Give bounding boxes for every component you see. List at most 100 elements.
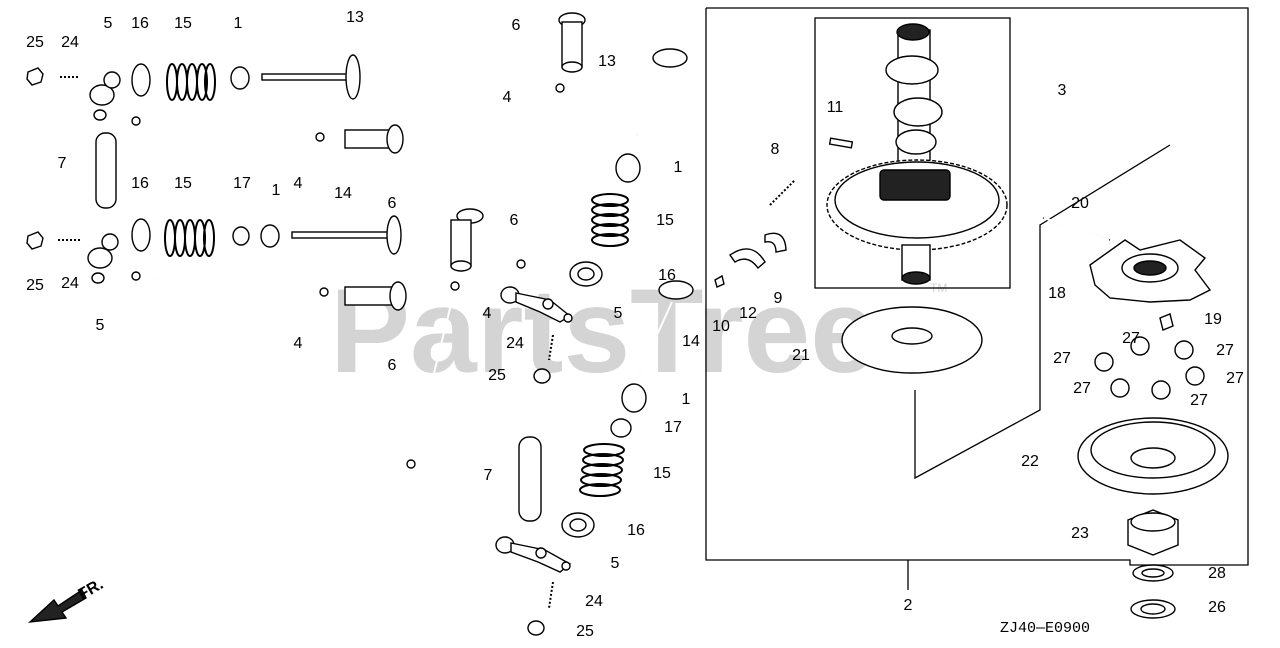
valve-guide-icon bbox=[95, 132, 117, 209]
ball-icon bbox=[1110, 378, 1130, 398]
callout-label: 11 bbox=[827, 99, 844, 116]
callout-label: 25 bbox=[576, 623, 594, 640]
intake-valve-icon bbox=[652, 48, 688, 68]
callout-label: 24 bbox=[61, 275, 79, 292]
callout-label: 16 bbox=[131, 175, 149, 192]
front-arrow-icon bbox=[27, 588, 87, 623]
callout-label: 4 bbox=[294, 175, 303, 192]
valve-cotter-icon bbox=[610, 418, 632, 438]
callout-label: 15 bbox=[174, 175, 192, 192]
valve-seal-icon bbox=[615, 153, 641, 183]
callout-label: 1 bbox=[674, 159, 683, 176]
callout-label: 16 bbox=[658, 267, 676, 284]
valve-seal-icon bbox=[260, 224, 280, 248]
callout-label: 15 bbox=[656, 212, 674, 229]
tappet-icon bbox=[344, 286, 396, 306]
valve-spring-icon bbox=[579, 443, 625, 497]
callout-label: 15 bbox=[653, 465, 671, 482]
ball-icon bbox=[1094, 352, 1114, 372]
callout-label: 5 bbox=[611, 555, 620, 572]
callout-label: 24 bbox=[506, 335, 524, 352]
valve-seal-icon bbox=[230, 66, 250, 90]
callout-label: 27 bbox=[1053, 350, 1071, 367]
callout-label: 1 bbox=[272, 182, 281, 199]
callout-label: 15 bbox=[174, 15, 192, 32]
rocker-arm-icon bbox=[87, 247, 113, 269]
callout-label: 25 bbox=[26, 277, 44, 294]
callout-label: 4 bbox=[503, 89, 512, 106]
callout-label: 27 bbox=[1073, 380, 1091, 397]
callout-label: 21 bbox=[792, 347, 810, 364]
callout-label: 6 bbox=[512, 17, 521, 34]
ball-icon bbox=[1151, 380, 1171, 400]
callout-label: 25 bbox=[26, 34, 44, 51]
rocker-arm-icon bbox=[89, 84, 115, 106]
callout-label: 1 bbox=[682, 391, 691, 408]
callout-label: 28 bbox=[1208, 565, 1226, 582]
middle-valve-train bbox=[406, 12, 694, 636]
callout-label: 24 bbox=[61, 34, 79, 51]
left-upper-valve-train bbox=[26, 54, 404, 209]
callout-label: 19 bbox=[1204, 311, 1222, 328]
exhaust-valve-icon bbox=[291, 231, 391, 239]
pin-icon bbox=[828, 137, 854, 149]
spring-retainer-icon bbox=[131, 63, 151, 97]
valve-guide-icon bbox=[518, 436, 542, 522]
spring-icon bbox=[769, 179, 796, 206]
pin-icon bbox=[714, 274, 725, 288]
callout-label: 1 bbox=[234, 15, 243, 32]
nut-icon bbox=[533, 368, 551, 384]
callout-label: 9 bbox=[774, 290, 783, 307]
nut-icon bbox=[26, 231, 44, 250]
callout-label: 17 bbox=[664, 419, 682, 436]
weight-icon bbox=[764, 232, 787, 253]
callout-label: 5 bbox=[104, 15, 113, 32]
callout-label: 7 bbox=[58, 155, 67, 172]
nut-icon bbox=[527, 620, 545, 636]
callout-label: 13 bbox=[598, 53, 616, 70]
valve-cotter-icon bbox=[232, 226, 250, 246]
callout-label: 10 bbox=[712, 318, 730, 335]
diagram-code: ZJ40—E0900 bbox=[1000, 620, 1090, 637]
intake-valve-icon bbox=[261, 73, 351, 81]
camshaft-group bbox=[714, 23, 1229, 619]
callout-label: 12 bbox=[739, 305, 757, 322]
callout-label: 2 bbox=[904, 597, 913, 614]
callout-label: 24 bbox=[585, 593, 603, 610]
callout-label: 17 bbox=[233, 175, 251, 192]
ball-icon bbox=[1185, 366, 1205, 386]
callout-label: 25 bbox=[488, 367, 506, 384]
callout-label: 27 bbox=[1122, 330, 1140, 347]
valve-spring-icon bbox=[166, 63, 216, 101]
callout-label: 4 bbox=[294, 335, 303, 352]
callout-label: 18 bbox=[1048, 285, 1066, 302]
callout-label: 16 bbox=[627, 522, 645, 539]
callout-label: 4 bbox=[483, 305, 492, 322]
callout-label: 5 bbox=[96, 317, 105, 334]
callout-label: 27 bbox=[1190, 392, 1208, 409]
callout-label: 16 bbox=[131, 15, 149, 32]
weight-icon bbox=[729, 248, 766, 270]
spring-retainer-icon bbox=[131, 218, 151, 252]
callout-label: 23 bbox=[1071, 525, 1089, 542]
callout-label: 8 bbox=[771, 141, 780, 158]
callout-label: 6 bbox=[388, 195, 397, 212]
callout-label: 5 bbox=[614, 305, 623, 322]
key-icon bbox=[1159, 313, 1174, 331]
callout-label: 13 bbox=[346, 9, 364, 26]
left-lower-valve-train bbox=[26, 215, 407, 311]
ball-icon bbox=[1130, 336, 1150, 356]
callout-label: 22 bbox=[1021, 453, 1039, 470]
callout-label: 6 bbox=[510, 212, 519, 229]
callout-label: 14 bbox=[334, 185, 352, 202]
callout-label: 27 bbox=[1216, 342, 1234, 359]
valve-seal-icon bbox=[621, 383, 647, 413]
callout-label: 14 bbox=[682, 333, 700, 350]
ball-icon bbox=[1174, 340, 1194, 360]
valve-spring-icon bbox=[164, 219, 215, 257]
callout-label: 6 bbox=[388, 357, 397, 374]
callout-label: 26 bbox=[1208, 599, 1226, 616]
